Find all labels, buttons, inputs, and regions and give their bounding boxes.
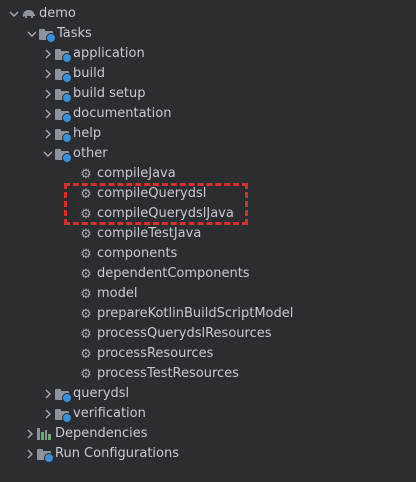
task-label: compileTestJava bbox=[97, 226, 202, 241]
tree-node-group-build[interactable]: build bbox=[0, 64, 416, 84]
gear-icon: ⚙ bbox=[80, 366, 92, 382]
task-folder-icon bbox=[54, 66, 72, 83]
tree-node-label: Dependencies bbox=[55, 426, 148, 441]
tree-node-label: Tasks bbox=[57, 26, 92, 41]
chevron-right-icon[interactable] bbox=[42, 64, 54, 84]
task-item-compiletestjava[interactable]: ⚙ compileTestJava bbox=[0, 224, 416, 244]
tree-node-dependencies[interactable]: Dependencies bbox=[0, 424, 416, 444]
tree-node-group-other[interactable]: other bbox=[0, 144, 416, 164]
chevron-down-icon[interactable] bbox=[42, 144, 54, 164]
task-folder-icon bbox=[54, 126, 72, 143]
tree-node-label: application bbox=[73, 46, 145, 61]
task-item-components[interactable]: ⚙ components bbox=[0, 244, 416, 264]
chevron-right-icon[interactable] bbox=[42, 104, 54, 124]
tree-node-group-build-setup[interactable]: build setup bbox=[0, 84, 416, 104]
task-item-dependentcomponents[interactable]: ⚙ dependentComponents bbox=[0, 264, 416, 284]
task-item-compilequerydsl[interactable]: ⚙ compileQuerydsl bbox=[0, 184, 416, 204]
chevron-right-icon[interactable] bbox=[24, 424, 36, 444]
tree-node-group-help[interactable]: help bbox=[0, 124, 416, 144]
tree-node-label: other bbox=[73, 146, 108, 161]
task-label: processResources bbox=[97, 346, 214, 361]
run-configurations-folder-icon bbox=[36, 446, 54, 463]
task-item-compilejava[interactable]: ⚙ compileJava bbox=[0, 164, 416, 184]
gear-icon: ⚙ bbox=[80, 266, 92, 282]
tree-node-group-documentation[interactable]: documentation bbox=[0, 104, 416, 124]
tree-node-label: verification bbox=[73, 406, 146, 421]
task-folder-icon bbox=[54, 146, 72, 163]
gradle-elephant-icon bbox=[20, 6, 36, 22]
dependencies-icon bbox=[36, 426, 52, 442]
task-folder-icon bbox=[54, 406, 72, 423]
task-label: processTestResources bbox=[97, 366, 239, 381]
chevron-right-icon[interactable] bbox=[42, 404, 54, 424]
gear-icon: ⚙ bbox=[80, 166, 92, 182]
tree-node-label: build bbox=[73, 66, 105, 81]
task-label: prepareKotlinBuildScriptModel bbox=[97, 306, 294, 321]
task-folder-icon bbox=[54, 86, 72, 103]
tree-node-demo[interactable]: demo bbox=[0, 4, 416, 24]
task-label: components bbox=[97, 246, 178, 261]
task-label: compileJava bbox=[97, 166, 176, 181]
gear-icon: ⚙ bbox=[80, 326, 92, 342]
gear-icon: ⚙ bbox=[80, 186, 92, 202]
task-label: compileQuerydslJava bbox=[97, 206, 234, 221]
chevron-right-icon[interactable] bbox=[24, 444, 36, 464]
chevron-down-icon[interactable] bbox=[26, 24, 38, 44]
task-label: dependentComponents bbox=[97, 266, 250, 281]
task-label: model bbox=[97, 286, 138, 301]
chevron-right-icon[interactable] bbox=[42, 84, 54, 104]
tree-node-label: help bbox=[73, 126, 102, 141]
task-item-processresources[interactable]: ⚙ processResources bbox=[0, 344, 416, 364]
chevron-down-icon[interactable] bbox=[8, 4, 20, 24]
gear-icon: ⚙ bbox=[80, 226, 92, 242]
chevron-right-icon[interactable] bbox=[42, 124, 54, 144]
tree-node-tasks[interactable]: Tasks bbox=[0, 24, 416, 44]
task-folder-icon bbox=[54, 106, 72, 123]
gear-icon: ⚙ bbox=[80, 206, 92, 222]
gradle-tasks-tree: demo Tasks application build build setup… bbox=[0, 4, 416, 464]
task-folder-icon bbox=[38, 26, 56, 43]
tree-node-group-verification[interactable]: verification bbox=[0, 404, 416, 424]
tree-node-group-querydsl[interactable]: querydsl bbox=[0, 384, 416, 404]
chevron-right-icon[interactable] bbox=[42, 44, 54, 64]
task-label: processQuerydslResources bbox=[97, 326, 272, 341]
task-folder-icon bbox=[54, 386, 72, 403]
tree-node-run-configurations[interactable]: Run Configurations bbox=[0, 444, 416, 464]
tree-node-label: build setup bbox=[73, 86, 146, 101]
task-item-processquerydslresources[interactable]: ⚙ processQuerydslResources bbox=[0, 324, 416, 344]
task-item-processtestresources[interactable]: ⚙ processTestResources bbox=[0, 364, 416, 384]
gear-icon: ⚙ bbox=[80, 246, 92, 262]
gear-icon: ⚙ bbox=[80, 346, 92, 362]
task-item-preparekotlinbuildscriptmodel[interactable]: ⚙ prepareKotlinBuildScriptModel bbox=[0, 304, 416, 324]
task-item-compilequerydsljava[interactable]: ⚙ compileQuerydslJava bbox=[0, 204, 416, 224]
tree-node-label: documentation bbox=[73, 106, 172, 121]
chevron-right-icon[interactable] bbox=[42, 384, 54, 404]
tree-node-label: demo bbox=[39, 6, 76, 21]
tree-node-label: Run Configurations bbox=[55, 446, 179, 461]
tree-node-group-application[interactable]: application bbox=[0, 44, 416, 64]
gear-icon: ⚙ bbox=[80, 306, 92, 322]
gear-icon: ⚙ bbox=[80, 286, 92, 302]
task-item-model[interactable]: ⚙ model bbox=[0, 284, 416, 304]
tree-node-label: querydsl bbox=[73, 386, 130, 401]
task-label: compileQuerydsl bbox=[97, 186, 207, 201]
task-folder-icon bbox=[54, 46, 72, 63]
